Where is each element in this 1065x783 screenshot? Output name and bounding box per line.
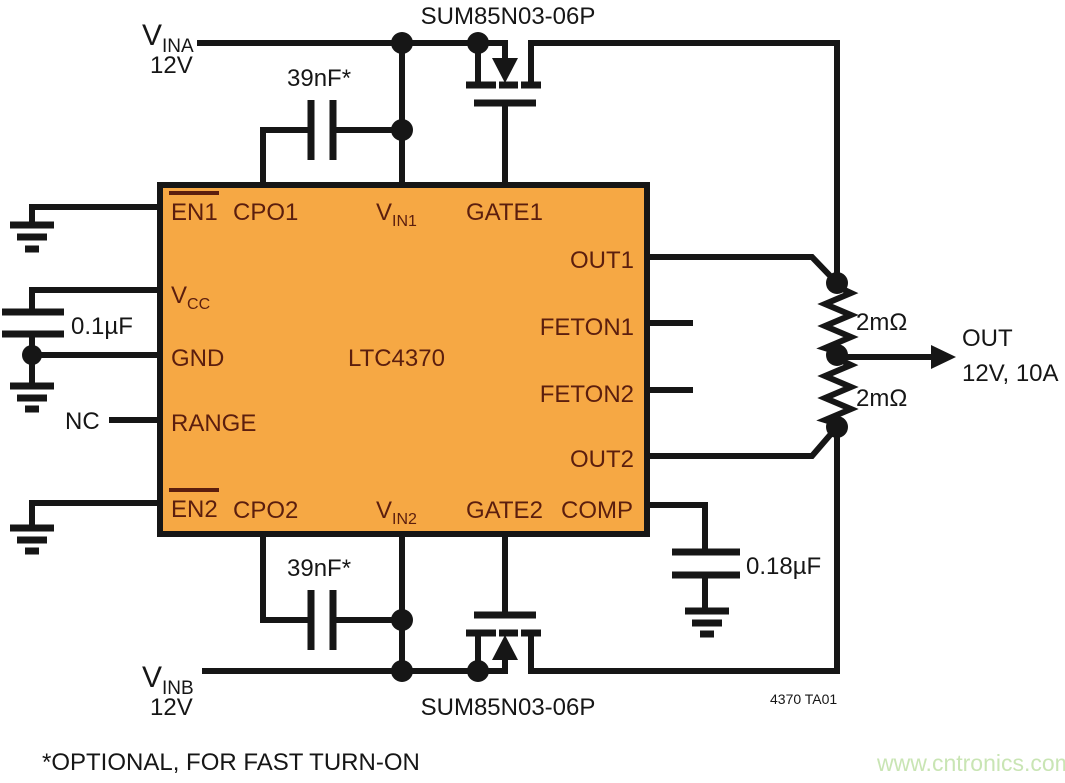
output-rating: 12V, 10A bbox=[962, 360, 1059, 387]
pin-label-out2: OUT2 bbox=[570, 446, 634, 473]
pin-label-vcc: VCC bbox=[171, 282, 210, 313]
annotations: VINA 12V VINB 12V SUM85N03-06P SUM85N03-… bbox=[42, 3, 1065, 776]
pin-label-vin1-main: V bbox=[376, 199, 392, 226]
capacitor-comp-value: 0.18µF bbox=[746, 553, 821, 580]
output-arrow-icon bbox=[931, 345, 956, 369]
pin-label-comp: COMP bbox=[561, 497, 633, 524]
pin-label-en1: EN1 bbox=[171, 199, 218, 226]
mosfet-bottom-body-diode-arrow-icon bbox=[492, 635, 518, 660]
mosfet-top bbox=[466, 40, 541, 107]
junction-dot bbox=[826, 344, 848, 366]
watermark: www.cntronics.com bbox=[876, 750, 1065, 776]
resistor-r2-value: 2mΩ bbox=[856, 385, 907, 412]
wire-comp bbox=[644, 502, 708, 555]
capacitor-cpo1-value: 39nF* bbox=[287, 65, 351, 92]
mosfet-top-label: SUM85N03-06P bbox=[421, 3, 596, 30]
pin-label-cpo1: CPO1 bbox=[233, 199, 298, 226]
ic-part-number: LTC4370 bbox=[348, 345, 445, 372]
pin-label-range: RANGE bbox=[171, 410, 256, 437]
mosfet-bottom-label: SUM85N03-06P bbox=[421, 694, 596, 721]
pin-label-gate2: GATE2 bbox=[466, 497, 543, 524]
junction-dot bbox=[826, 272, 848, 294]
pin-label-vin2-main: V bbox=[376, 497, 392, 524]
pin-label-vin1: VIN1 bbox=[376, 199, 417, 230]
pin-label-gnd: GND bbox=[171, 345, 224, 372]
junction-dot bbox=[391, 660, 413, 682]
wire-out1 bbox=[644, 254, 842, 288]
ic-body bbox=[157, 182, 650, 537]
pin-label-en2: EN2 bbox=[171, 496, 218, 523]
vina-label: VINA bbox=[142, 19, 194, 57]
wire-vcc-to-cap bbox=[29, 287, 163, 315]
capacitor-vcc bbox=[2, 308, 64, 338]
output-label: OUT bbox=[962, 325, 1013, 352]
optional-note: *OPTIONAL, FOR FAST TURN-ON bbox=[42, 749, 420, 776]
wire-vinb-rail-right bbox=[529, 424, 840, 674]
ic-pin-labels: EN1 CPO1 VIN1 GATE1 VCC GND LTC4370 RANG… bbox=[169, 191, 634, 528]
junction-dot bbox=[391, 119, 413, 141]
pin-label-out1: OUT1 bbox=[570, 247, 634, 274]
nc-label: NC bbox=[65, 408, 100, 435]
pin-label-vin1-subscript: IN1 bbox=[392, 213, 417, 230]
vina-voltage: 12V bbox=[150, 52, 193, 79]
capacitor-vcc-value: 0.1µF bbox=[71, 313, 133, 340]
wire-en2-to-gnd bbox=[29, 500, 163, 528]
pin-label-feton2: FETON2 bbox=[540, 381, 634, 408]
resistor-r1-value: 2mΩ bbox=[856, 309, 907, 336]
ground-symbol-en1 bbox=[10, 221, 54, 253]
junction-dot bbox=[391, 609, 413, 631]
ground-symbol-comp bbox=[685, 607, 729, 638]
mosfet-top-body-diode-arrow-icon bbox=[492, 58, 518, 83]
wire-cpo2 bbox=[260, 531, 314, 623]
ground-symbol-vcc bbox=[10, 382, 54, 413]
pin-label-vin2-subscript: IN2 bbox=[392, 511, 417, 528]
wire-cpo1 bbox=[260, 127, 314, 188]
pin-label-vin2: VIN2 bbox=[376, 497, 417, 528]
vina-main: V bbox=[142, 19, 162, 52]
capacitor-comp bbox=[672, 548, 740, 579]
vinb-voltage: 12V bbox=[150, 694, 193, 721]
wire-vina-rail-right bbox=[529, 40, 840, 286]
figure-id: 4370 TA01 bbox=[770, 691, 837, 707]
vinb-main: V bbox=[142, 661, 162, 694]
wires bbox=[29, 40, 936, 674]
ground-symbol-en2 bbox=[10, 524, 54, 555]
vinb-label: VINB bbox=[142, 661, 194, 699]
wire-out2 bbox=[644, 422, 842, 459]
pin-label-cpo2: CPO2 bbox=[233, 497, 298, 524]
mosfet-bottom bbox=[466, 611, 541, 674]
capacitor-cpo1 bbox=[307, 100, 337, 160]
pin-label-vcc-main: V bbox=[171, 282, 187, 309]
vina-subscript: INA bbox=[162, 36, 194, 57]
vinb-subscript: INB bbox=[162, 678, 194, 699]
junction-dot bbox=[391, 32, 413, 54]
pin-label-feton1: FETON1 bbox=[540, 314, 634, 341]
pin-label-vcc-subscript: CC bbox=[187, 296, 210, 313]
wire-en1-to-gnd bbox=[29, 204, 163, 225]
junction-dot bbox=[22, 345, 42, 365]
junction-dot bbox=[826, 416, 848, 438]
pin-label-gate1: GATE1 bbox=[466, 199, 543, 226]
capacitor-cpo2-value: 39nF* bbox=[287, 555, 351, 582]
capacitor-cpo2 bbox=[307, 590, 337, 650]
